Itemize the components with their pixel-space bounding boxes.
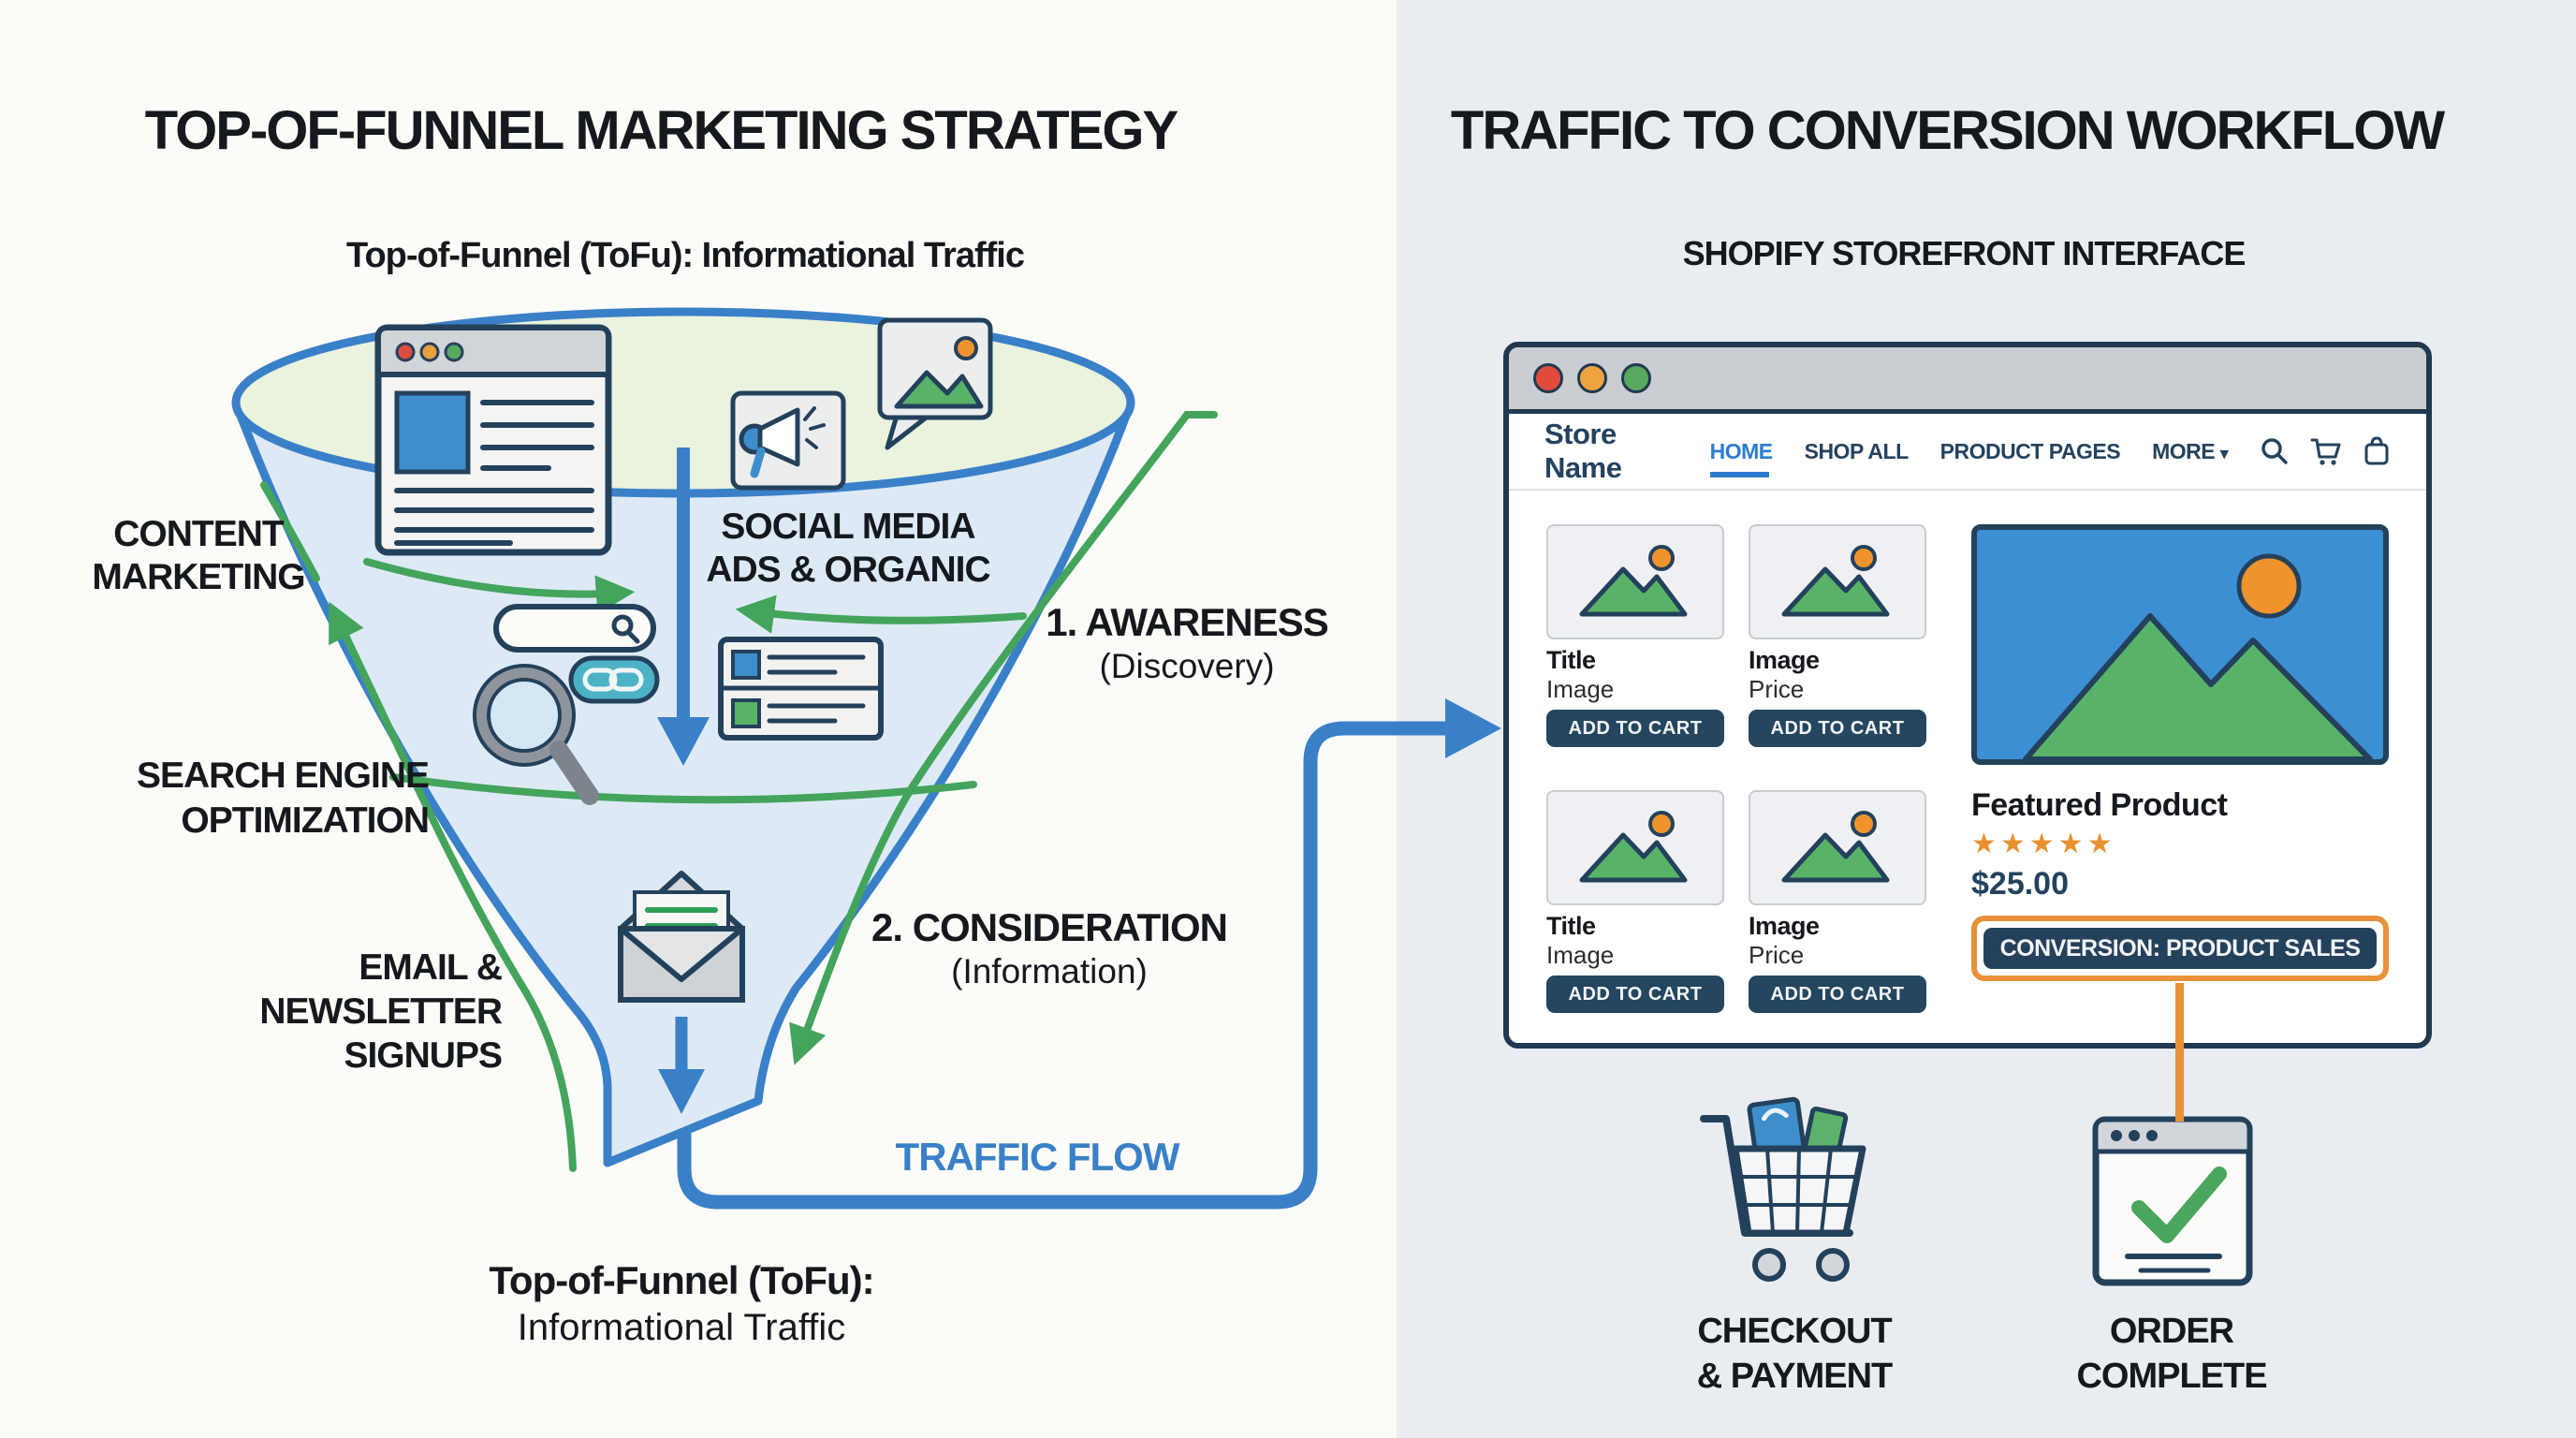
featured-product-image [1971,524,2389,765]
search-icon[interactable] [2260,436,2290,466]
bag-icon[interactable] [2363,436,2391,466]
megaphone-icon [730,390,846,491]
left-footer-bold: Top-of-Funnel (ToFu): [489,1258,874,1302]
conversion-badge-label: CONVERSION: PRODUCT SALES [1983,928,2377,969]
product-card: Image Price ADD TO CART [1749,790,1926,1013]
window-dot-green [1621,363,1651,393]
product-subtitle: Image [1546,675,1615,703]
right-title: TRAFFIC TO CONVERSION WORKFLOW [1450,100,2445,161]
left-title: TOP-OF-FUNNEL MARKETING STRATEGY [144,100,1178,161]
window-titlebar [1509,347,2426,414]
product-subtitle: Price [1749,941,1805,969]
product-title: Title [1546,646,1596,674]
mountain-image-icon [1579,545,1688,617]
add-to-cart-button[interactable]: ADD TO CART [1546,976,1724,1013]
storefront-window: Store Name HOME SHOP ALL PRODUCT PAGES M… [1503,342,2432,1049]
nav-item-more[interactable]: MORE ▾ [2152,438,2229,463]
product-image-placeholder [1749,790,1926,905]
blue-down-arrows [657,448,710,1114]
home-active-underline [1709,471,1769,477]
window-dot-red [1533,363,1563,393]
product-card: Image Price ADD TO CART [1749,524,1926,747]
rating-stars: ★★★★★ [1971,829,2116,859]
featured-product: Featured Product ★★★★★ $25.00 CONVERSION… [1971,524,2389,1013]
chevron-down-icon: ▾ [2219,444,2229,462]
featured-product-price: $25.00 [1971,866,2069,902]
product-image-placeholder [1546,524,1724,639]
add-to-cart-button[interactable]: ADD TO CART [1749,710,1926,747]
store-name: Store Name [1544,418,1622,484]
magnifier-icon [473,664,599,805]
featured-mountain-image-icon [1977,530,2383,759]
left-footer-regular: Informational Traffic [517,1307,846,1348]
storefront-navbar: Store Name HOME SHOP ALL PRODUCT PAGES M… [1509,414,2426,491]
cart-icon[interactable] [2310,436,2342,466]
nav-item-home[interactable]: HOME [1709,439,1773,477]
featured-product-title: Featured Product [1971,787,2228,823]
product-card: Title Image ADD TO CART [1546,790,1724,1013]
image-bubble-icon [877,317,993,450]
product-grid: Title Image ADD TO CART Image Price ADD … [1546,524,1926,1013]
product-title: Image [1749,912,1820,940]
product-subtitle: Image [1546,941,1615,969]
label-traffic-flow: TRAFFIC FLOW [895,1135,1180,1179]
stage-awareness: 1. AWARENESS (Discovery) [1046,599,1329,687]
add-to-cart-button[interactable]: ADD TO CART [1546,710,1724,747]
product-image-placeholder [1546,790,1724,905]
label-order-complete: ORDER COMPLETE [2076,1312,2267,1396]
stage-awareness-sub: (Discovery) [1099,647,1275,685]
mountain-image-icon [1781,545,1890,617]
product-title: Image [1749,646,1820,674]
label-social-media: SOCIAL MEDIA ADS & ORGANIC [706,506,990,590]
label-seo: SEARCH ENGINE OPTIMIZATION [136,756,430,841]
mountain-image-icon [1579,811,1688,883]
window-dot-yellow [1577,363,1607,393]
search-bar-icon [493,604,656,653]
link-icon [568,655,660,704]
add-to-cart-button[interactable]: ADD TO CART [1749,976,1926,1013]
listing-card-icon [718,637,884,741]
product-card: Title Image ADD TO CART [1546,524,1724,747]
stage-awareness-title: 1. AWARENESS [1046,600,1329,644]
label-content-marketing: CONTENT MARKETING [92,514,305,597]
traffic-flow-arrow [677,698,1501,1210]
order-complete-icon [2092,1116,2253,1291]
nav-item-product-pages[interactable]: PRODUCT PAGES [1939,438,2121,463]
mountain-image-icon [1781,811,1890,883]
storefront-content: Title Image ADD TO CART Image Price ADD … [1509,491,2426,1013]
conversion-connector-line [2175,983,2184,1122]
stage-consideration: 2. CONSIDERATION (Information) [871,904,1228,992]
stage-consideration-title: 2. CONSIDERATION [871,905,1228,949]
product-image-placeholder [1749,524,1926,639]
checkout-cart-icon [1696,1091,1883,1297]
envelope-icon [618,871,745,1003]
left-footer: Top-of-Funnel (ToFu): Informational Traf… [489,1256,874,1350]
right-subtitle: SHOPIFY STOREFRONT INTERFACE [1682,234,2247,272]
product-title: Title [1546,912,1596,940]
conversion-badge: CONVERSION: PRODUCT SALES [1971,916,2389,981]
label-email-signups: EMAIL & NEWSLETTER SIGNUPS [259,947,503,1076]
stage-consideration-sub: (Information) [951,952,1148,990]
webpage-icon [374,324,612,556]
left-subtitle: Top-of-Funnel (ToFu): Informational Traf… [346,236,1025,275]
nav-item-shop-all[interactable]: SHOP ALL [1804,438,1910,463]
green-flow-arrows [260,411,1218,1172]
product-subtitle: Price [1749,675,1805,703]
label-checkout-payment: CHECKOUT & PAYMENT [1696,1312,1893,1396]
